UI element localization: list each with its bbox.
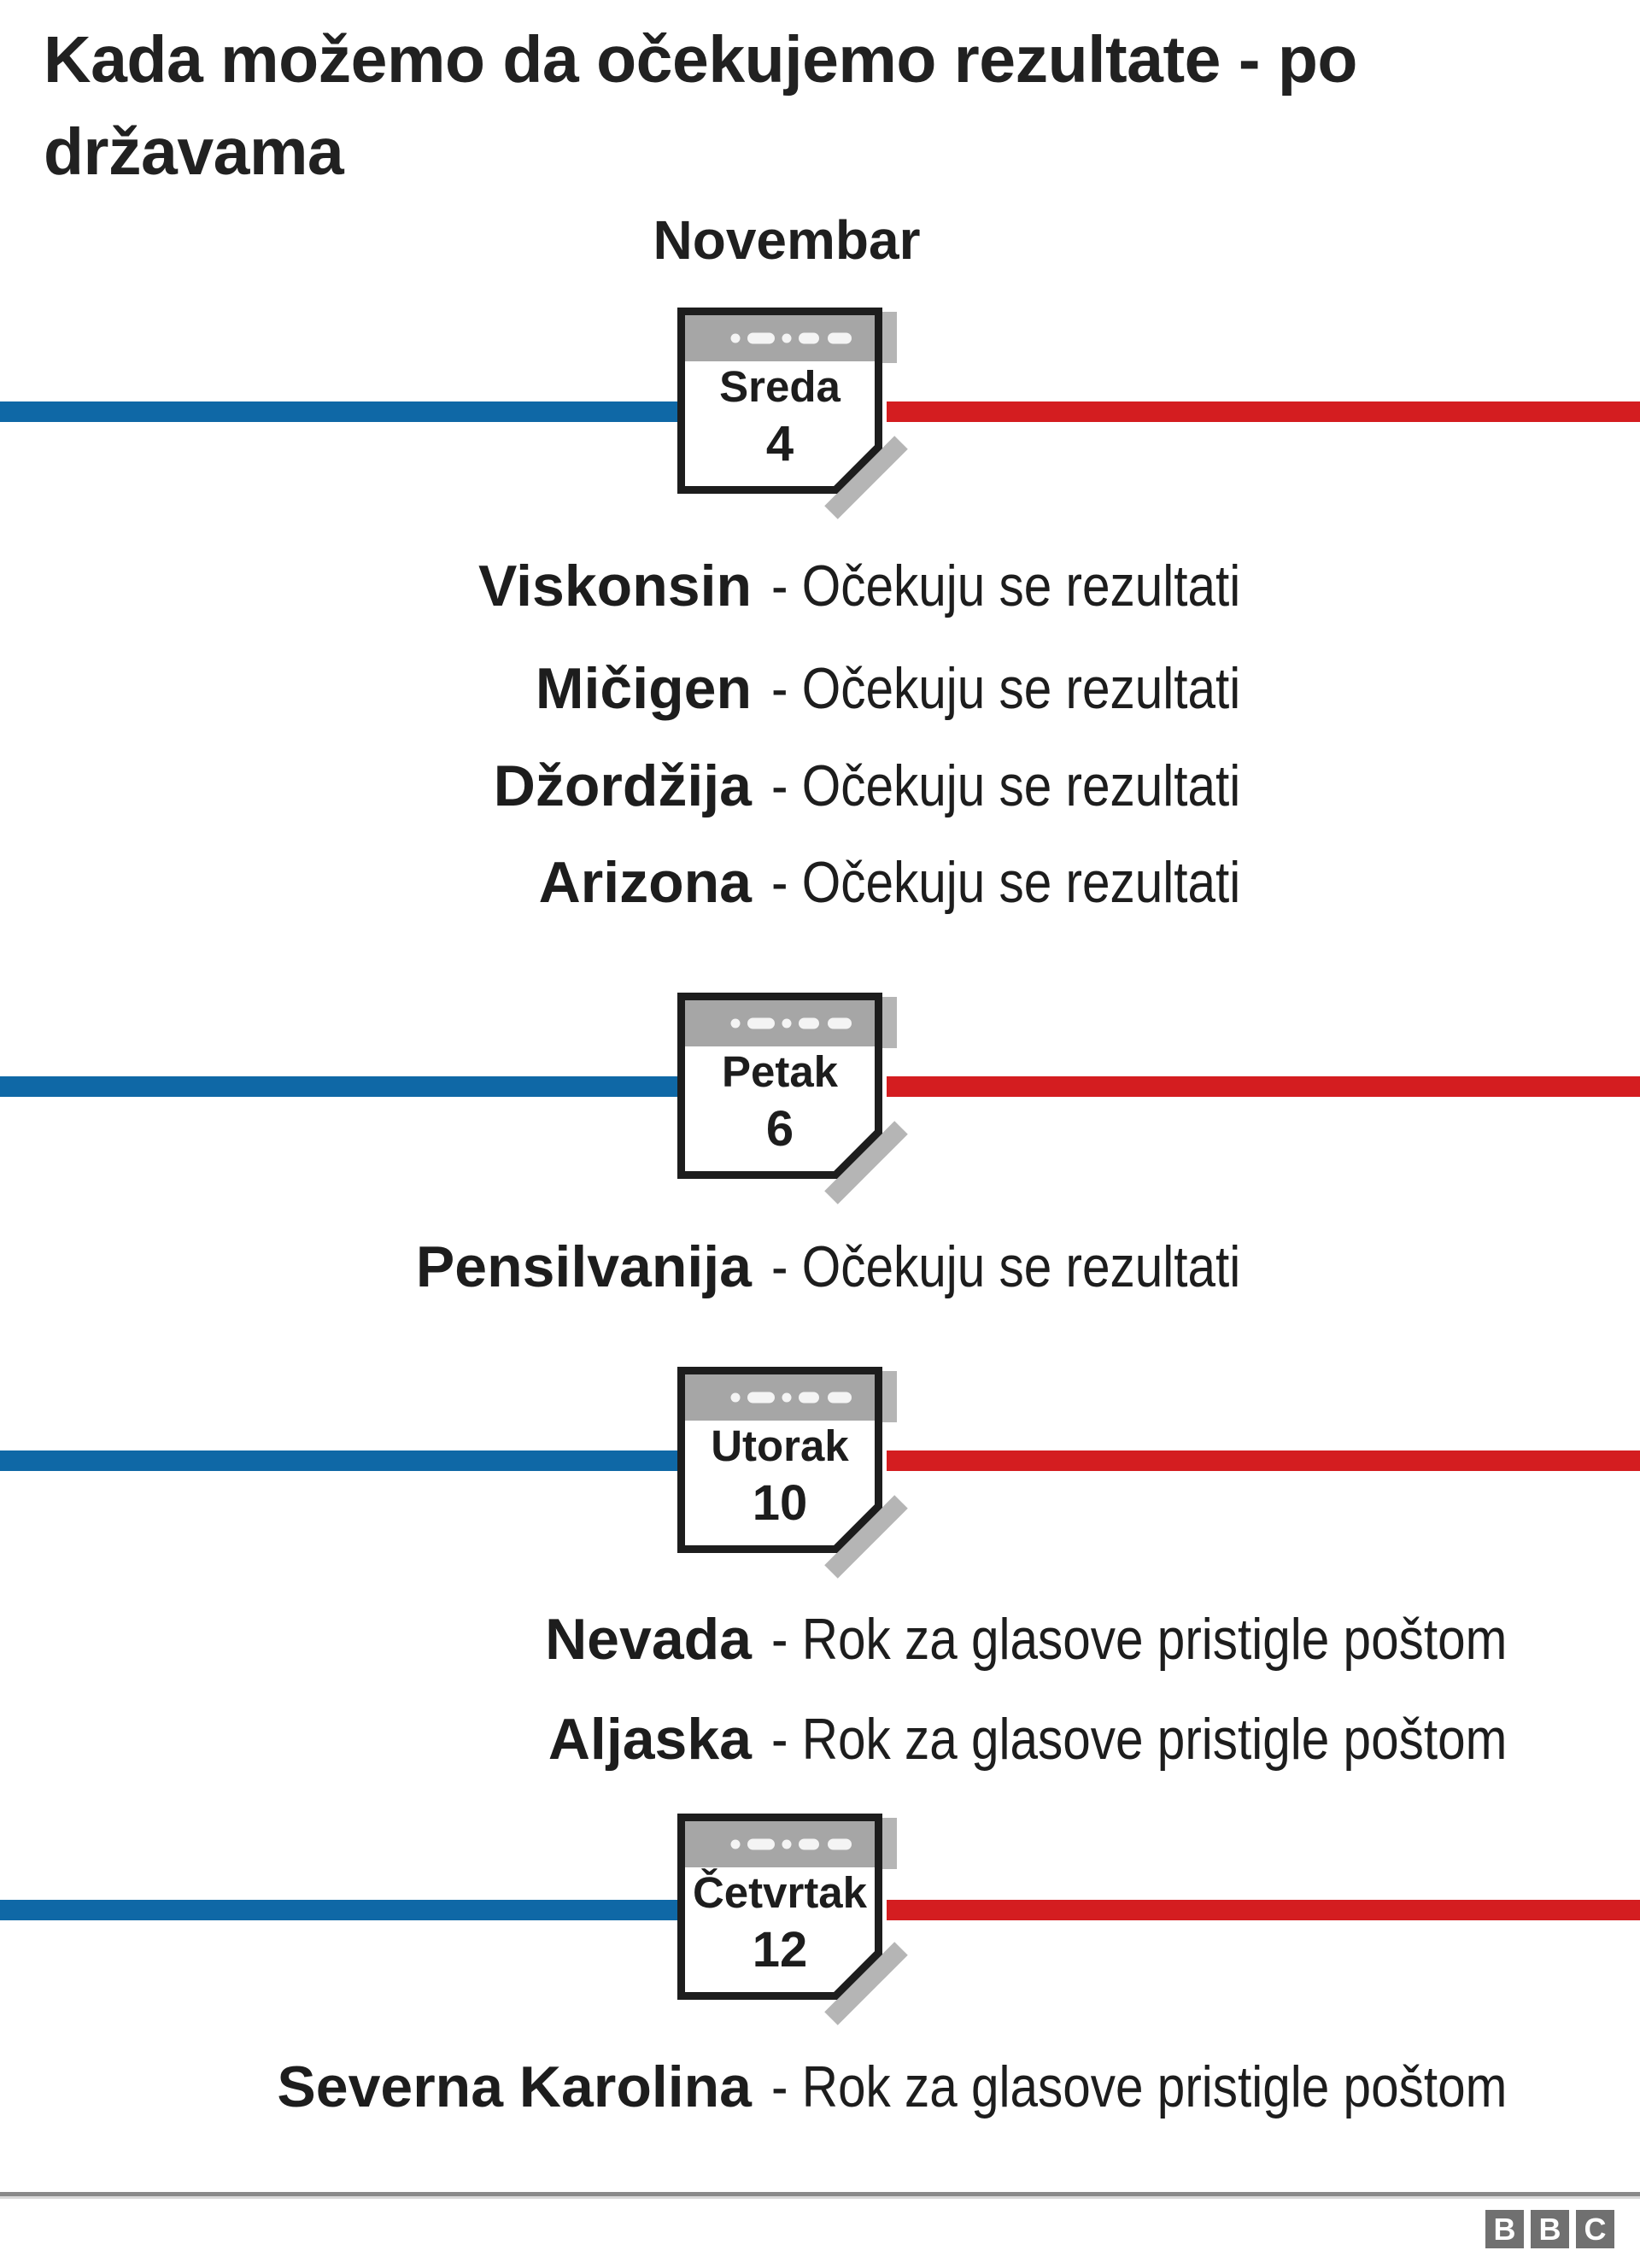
- state-name: Pensilvanija: [415, 1234, 752, 1299]
- footer-divider: [0, 2192, 1640, 2196]
- state-entry-dzordzija: Džordžija - Očekuju se rezultati: [0, 752, 1640, 820]
- state-name: Mičigen: [535, 656, 752, 721]
- calendar-day-name: Četvrtak: [692, 1868, 868, 1917]
- calendar-page-icon: [677, 993, 908, 1204]
- calendar-day-number: 4: [765, 416, 794, 472]
- state-status: - Rok za glasove pristigle poštom: [771, 1607, 1508, 1672]
- state-entry-severna-karolina: Severna Karolina - Rok za glasove pristi…: [0, 2053, 1640, 2121]
- calendar-perforation-dots: [730, 332, 852, 344]
- state-name: Arizona: [538, 850, 752, 915]
- state-entry-nevada: Nevada - Rok za glasove pristigle poštom: [0, 1605, 1640, 1673]
- state-entry-aljaska: Aljaska - Rok za glasove pristigle pošto…: [0, 1705, 1640, 1773]
- state-name: Severna Karolina: [277, 2054, 752, 2119]
- state-status: - Očekuju se rezultati: [771, 656, 1241, 721]
- calendar-icon-utorak-10: Utorak 10: [677, 1367, 908, 1579]
- state-name: Džordžija: [493, 753, 752, 818]
- page-title-line-1: Kada možemo da očekujemo rezultate - po: [44, 23, 1357, 97]
- state-entry-micigen: Mičigen - Očekuju se rezultati: [0, 654, 1640, 723]
- timeline-blue-segment: [0, 1900, 677, 1920]
- timeline-red-segment: [887, 1076, 1640, 1097]
- bbc-logo-block-2: B: [1531, 2210, 1569, 2248]
- page-title: Kada možemo da očekujemo rezultate - po …: [44, 14, 1357, 198]
- state-status: - Rok za glasove pristigle poštom: [771, 1707, 1508, 1772]
- state-name: Viskonsin: [478, 554, 752, 618]
- state-status: - Očekuju se rezultati: [771, 753, 1241, 818]
- calendar-icon-sreda-4: Sreda 4: [677, 308, 908, 519]
- page-title-line-2: državama: [44, 115, 344, 189]
- calendar-page-icon: [677, 1367, 908, 1579]
- bbc-logo: B B C: [1485, 2210, 1614, 2248]
- state-name: Aljaska: [548, 1707, 752, 1772]
- calendar-icon-petak-6: Petak 6: [677, 993, 908, 1204]
- calendar-day-number: 6: [765, 1101, 794, 1157]
- calendar-perforation-dots: [730, 1017, 852, 1029]
- timeline-blue-segment: [0, 401, 677, 422]
- state-entry-viskonsin: Viskonsin - Očekuju se rezultati: [0, 552, 1640, 620]
- timeline-red-segment: [887, 1900, 1640, 1920]
- timeline-blue-segment: [0, 1450, 677, 1471]
- calendar-day-name: Utorak: [711, 1421, 849, 1470]
- calendar-icon-cetvrtak-12: Četvrtak 12: [677, 1814, 908, 2025]
- state-status: - Očekuju se rezultati: [771, 850, 1241, 915]
- calendar-perforation-dots: [730, 1838, 852, 1850]
- calendar-day-name: Petak: [721, 1047, 839, 1096]
- calendar-page-icon: [677, 308, 908, 519]
- timeline-blue-segment: [0, 1076, 677, 1097]
- calendar-page-icon: [677, 1814, 908, 2025]
- state-status: - Rok za glasove pristigle poštom: [771, 2054, 1508, 2119]
- state-name: Nevada: [545, 1607, 752, 1672]
- timeline-red-segment: [887, 401, 1640, 422]
- calendar-perforation-dots: [730, 1392, 852, 1404]
- month-heading: Novembar: [653, 209, 921, 271]
- state-entry-pensilvanija: Pensilvanija - Očekuju se rezultati: [0, 1233, 1640, 1301]
- bbc-logo-block-1: B: [1485, 2210, 1524, 2248]
- timeline-red-segment: [887, 1450, 1640, 1471]
- calendar-day-number: 12: [752, 1922, 808, 1978]
- calendar-day-name: Sreda: [719, 362, 840, 411]
- bbc-logo-block-3: C: [1576, 2210, 1614, 2248]
- footer-divider-highlight: [0, 2196, 1640, 2199]
- state-status: - Očekuju se rezultati: [771, 554, 1241, 618]
- calendar-day-number: 10: [752, 1475, 808, 1531]
- state-entry-arizona: Arizona - Očekuju se rezultati: [0, 848, 1640, 917]
- state-status: - Očekuju se rezultati: [771, 1234, 1241, 1299]
